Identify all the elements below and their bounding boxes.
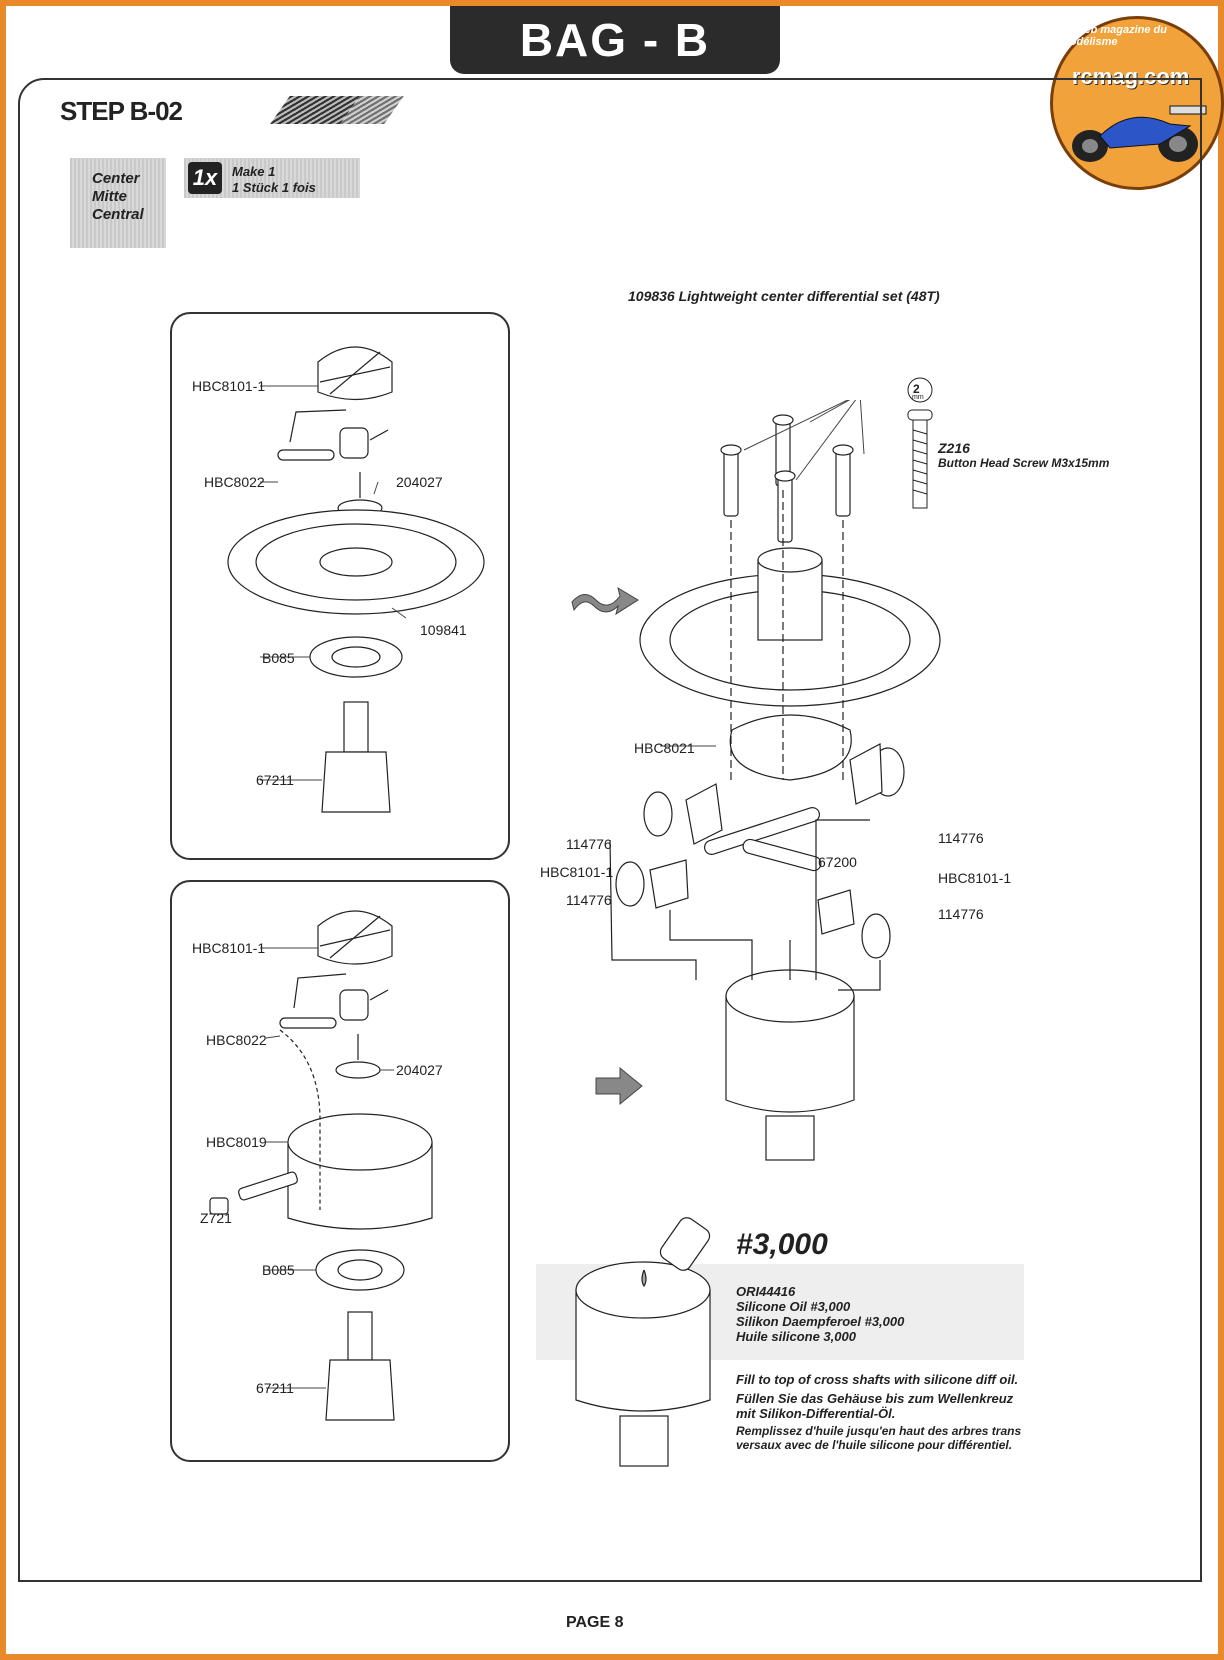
main-assembly-drawing — [609, 400, 941, 1161]
outdrive-icon — [757, 559, 823, 641]
location-line-1: Center — [92, 170, 140, 187]
quantity-badge: 1x — [188, 162, 222, 194]
wavy-arrow-icon — [571, 586, 639, 616]
outdrive-shaft-icon — [343, 701, 369, 753]
set-title: 109836 Lightweight center differential s… — [628, 288, 940, 304]
panel-top-drawing — [227, 346, 485, 813]
arrow-right-icon — [595, 1066, 643, 1106]
instruction-de-1: Füllen Sie das Gehäuse bis zum Wellenkre… — [736, 1391, 1014, 1406]
label-hbc8101-bottom: HBC8101-1 — [192, 940, 266, 956]
screw-icon — [723, 449, 739, 517]
cross-pin-icon — [277, 449, 335, 461]
oil-code: ORI44416 — [736, 1284, 796, 1299]
outdrive-icon — [619, 1415, 669, 1467]
hex-key-icon — [907, 377, 933, 403]
outdrive-shaft-icon — [347, 1311, 373, 1361]
oil-weight: #3,000 — [736, 1228, 828, 1261]
pinion-gear-icon — [339, 989, 369, 1021]
panel-top — [170, 312, 510, 860]
label-hbc8021: HBC8021 — [634, 740, 695, 756]
washer-icon — [861, 913, 891, 959]
bag-title: BAG - B — [450, 6, 780, 74]
cross-shaft-icon — [703, 807, 821, 855]
instruction-de-2: mit Silikon-Differential-Öl. — [736, 1406, 896, 1421]
label-114776-c: 114776 — [566, 892, 612, 908]
oil-name-de: Silikon Daempferoel #3,000 — [736, 1314, 905, 1329]
bevel-gear-icon — [685, 783, 723, 845]
instruction-fr-2: versaux avec de l'huile silicone pour di… — [736, 1438, 1013, 1452]
step-frame — [18, 78, 1202, 1582]
pinion-gear-icon — [339, 427, 369, 459]
diff-case-icon — [575, 1289, 711, 1412]
label-109841: 109841 — [420, 622, 467, 638]
oil-name-en: Silicone Oil #3,000 — [736, 1299, 851, 1314]
diff-case-icon — [725, 995, 855, 1113]
label-67211-top: 67211 — [256, 772, 294, 788]
outdrive-cup-icon — [321, 751, 391, 813]
outdrive-icon — [765, 1115, 815, 1161]
cross-shaft-icon — [742, 838, 822, 872]
oil-bottle-icon — [659, 1217, 711, 1271]
location-box — [70, 158, 166, 248]
oil-fill-drawing — [575, 1217, 711, 1467]
bevel-gear-icon — [649, 859, 689, 909]
screw-code: Z216 — [938, 440, 970, 456]
quantity-line-2: 1 Stück 1 fois — [232, 180, 316, 195]
panel-bottom — [170, 880, 510, 1462]
logo-name: rcmag.com — [1072, 64, 1190, 89]
label-z721: Z721 — [200, 1210, 232, 1226]
washer-icon — [335, 1061, 381, 1079]
label-67200: 67200 — [818, 854, 857, 870]
location-line-3: Central — [92, 206, 144, 223]
screw-icon — [777, 475, 793, 543]
bevel-gear-icon — [849, 743, 883, 805]
label-114776-a: 114776 — [566, 836, 612, 852]
page-number: PAGE 8 — [566, 1614, 624, 1631]
oil-name-fr: Huile silicone 3,000 — [736, 1329, 856, 1344]
logo-ring-text: Le web magazine du modélisme — [1060, 24, 1167, 48]
screw-desc: Button Head Screw M3x15mm — [938, 456, 1110, 470]
step-title: STEP B-02 — [60, 96, 183, 126]
quantity-line-1: Make 1 — [232, 164, 276, 179]
label-hbc8019: HBC8019 — [206, 1134, 267, 1150]
location-line-2: Mitte — [92, 188, 127, 205]
label-204027-top: 204027 — [396, 474, 443, 490]
cross-pin-icon — [279, 1017, 337, 1029]
screw-head-icon — [209, 1197, 229, 1215]
label-114776-d: 114776 — [938, 906, 984, 922]
label-b085-top: B085 — [262, 650, 295, 666]
label-hbc8101-a: HBC8101-1 — [540, 864, 614, 880]
buggy-icon — [1072, 105, 1207, 162]
label-hbc8101-b: HBC8101-1 — [938, 870, 1012, 886]
instruction-en: Fill to top of cross shafts with silicon… — [736, 1372, 1019, 1387]
label-204027-bottom: 204027 — [396, 1062, 443, 1078]
panel-bottom-drawing — [209, 910, 433, 1421]
bevel-gear-icon — [817, 889, 855, 935]
label-67211-bottom: 67211 — [256, 1380, 294, 1396]
screw-icon — [835, 449, 851, 517]
washer-icon — [643, 791, 673, 837]
gasket-icon — [729, 714, 852, 781]
label-hbc8022-top: HBC8022 — [204, 474, 265, 490]
tool-unit: mm — [912, 394, 924, 401]
outdrive-cup-icon — [325, 1359, 395, 1421]
instruction-fr-1: Remplissez d'huile jusqu'en haut des arb… — [736, 1424, 1022, 1438]
screw-callout-drawing — [907, 377, 933, 509]
tool-size: 2 — [913, 382, 920, 396]
label-hbc8101-top: HBC8101-1 — [192, 378, 266, 394]
set-screw-icon — [238, 1171, 298, 1201]
label-b085-bottom: B085 — [262, 1262, 295, 1278]
label-hbc8022-bottom: HBC8022 — [206, 1032, 267, 1048]
washer-icon — [615, 861, 645, 907]
label-114776-b: 114776 — [938, 830, 984, 846]
